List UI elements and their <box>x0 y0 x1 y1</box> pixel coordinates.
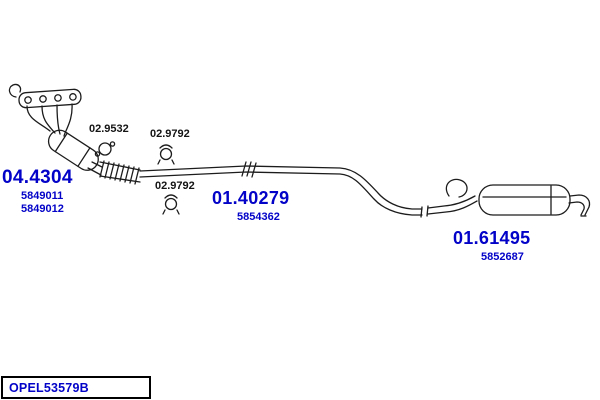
oe-ref-catalyst-1: 5849011 <box>21 190 64 202</box>
manifold-icon <box>8 83 82 137</box>
clamp-icon-upper <box>157 144 175 165</box>
catalytic-converter-icon <box>47 129 103 176</box>
tailpipe-icon <box>568 194 591 217</box>
part-number-rear-muffler[interactable]: 01.61495 <box>453 228 531 248</box>
oe-ref-rear-muffler: 5852687 <box>481 251 524 263</box>
gasket-icon <box>94 141 116 157</box>
part-number-catalyst[interactable]: 04.4304 <box>2 167 73 188</box>
oe-ref-catalyst-2: 5849012 <box>21 203 64 215</box>
drawing-code-box: OPEL53579B <box>1 376 151 399</box>
oe-ref-center-pipe: 5854362 <box>237 211 280 223</box>
rear-muffler-icon <box>478 184 571 216</box>
drawing-code: OPEL53579B <box>9 380 89 395</box>
part-code-clamp-top[interactable]: 02.9792 <box>150 128 190 140</box>
part-number-center-pipe[interactable]: 01.40279 <box>212 188 290 208</box>
part-code-gasket[interactable]: 02.9532 <box>89 123 129 135</box>
part-code-clamp-bottom[interactable]: 02.9792 <box>155 180 195 192</box>
hanger-icon <box>445 178 468 198</box>
clamp-icon-lower <box>162 194 180 215</box>
flex-pipe-icon <box>99 160 141 185</box>
center-pipe-icon <box>139 161 478 218</box>
